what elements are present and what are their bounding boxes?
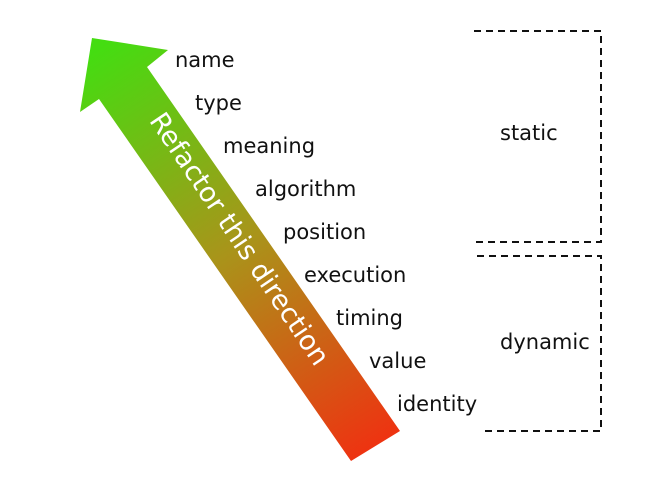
static-bracket: [474, 30, 602, 243]
level-algorithm: algorithm: [255, 177, 356, 201]
dynamic-bracket: [477, 255, 602, 432]
static-group-label: static: [500, 121, 558, 145]
levels-list: name type meaning algorithm position exe…: [175, 48, 477, 416]
level-name: name: [175, 48, 235, 72]
level-identity: identity: [397, 392, 477, 416]
level-value: value: [369, 349, 426, 373]
level-meaning: meaning: [223, 134, 315, 158]
refactor-arrow: [80, 38, 400, 461]
level-execution: execution: [304, 263, 406, 287]
dynamic-group-label: dynamic: [500, 330, 590, 354]
level-timing: timing: [336, 306, 403, 330]
level-type: type: [195, 91, 242, 115]
level-position: position: [283, 220, 366, 244]
